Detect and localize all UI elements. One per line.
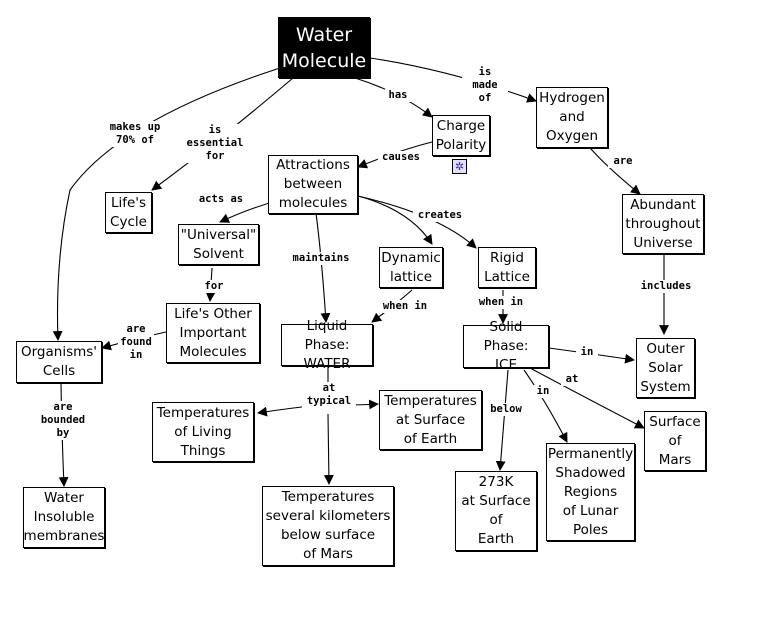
node-temp-earth[interactable]: Temperatures at Surface of Earth <box>379 390 482 450</box>
label-includes: includes <box>636 280 696 293</box>
edge-below <box>495 369 509 471</box>
node-outer-solar[interactable]: Outer Solar System <box>636 338 695 398</box>
node-water-molecule[interactable]: Water Molecule <box>278 17 370 78</box>
node-solid-phase[interactable]: Solid Phase: ICE <box>463 319 549 373</box>
label-are: are <box>608 155 638 168</box>
edge-creates-rigid <box>357 195 477 249</box>
label-acts-as: acts as <box>194 193 248 206</box>
edge-at-mars <box>529 367 645 429</box>
label-is-essential: is essential for <box>184 124 246 163</box>
edge-maintains <box>315 212 331 323</box>
label-in-shadowed: in <box>532 385 554 398</box>
node-hydrogen-oxygen[interactable]: Hydrogen and Oxygen <box>536 87 608 148</box>
node-dynamic-lattice[interactable]: Dynamic lattice <box>379 247 443 288</box>
node-shadowed[interactable]: Permanently Shadowed Regions of Lunar Po… <box>546 443 635 541</box>
node-temp-living[interactable]: Temperatures of Living Things <box>152 402 254 462</box>
atom-icon[interactable]: ✲ <box>452 159 467 174</box>
node-universal-solvent[interactable]: "Universal" Solvent <box>178 224 259 265</box>
node-abundant[interactable]: Abundant throughout Universe <box>622 194 704 254</box>
label-maintains: maintains <box>288 252 354 265</box>
label-for: for <box>200 280 228 293</box>
node-organisms-cells[interactable]: Organisms' Cells <box>16 341 102 383</box>
node-attractions[interactable]: Attractions between molecules <box>268 155 358 214</box>
node-charge-polarity[interactable]: Charge Polarity <box>432 115 490 156</box>
node-273k[interactable]: 273K at Surface of Earth <box>455 471 537 551</box>
edge-at-typical-mars <box>323 413 334 485</box>
edge-in-shadowed <box>523 369 568 443</box>
label-at-mars: at <box>561 373 583 386</box>
label-are-found-in: are found in <box>118 323 154 362</box>
node-lifes-cycle[interactable]: Life's Cycle <box>105 192 152 233</box>
label-when-in-solid: when in <box>474 296 528 309</box>
label-has: has <box>385 89 411 102</box>
label-below: below <box>486 403 526 416</box>
node-surface-mars[interactable]: Surface of Mars <box>644 411 706 471</box>
label-is-made-of: is made of <box>462 66 508 105</box>
node-water-insoluble[interactable]: Water Insoluble membranes <box>23 487 105 548</box>
edge-are <box>589 147 641 195</box>
label-creates: creates <box>413 209 467 222</box>
node-temp-mars[interactable]: Temperatures several kilometers below su… <box>262 486 394 566</box>
label-makes-up: makes up 70% of <box>104 121 166 147</box>
label-at-typical: at typical <box>302 382 356 408</box>
label-when-in-liquid: when in <box>378 300 432 313</box>
node-rigid-lattice[interactable]: Rigid Lattice <box>478 247 536 288</box>
edge-makes-up <box>52 67 281 341</box>
label-are-bounded-by: are bounded by <box>34 401 92 440</box>
node-liquid-phase[interactable]: Liquid Phase: WATER <box>281 318 373 372</box>
edge-is-made-of <box>369 57 537 103</box>
label-causes: causes <box>378 151 424 164</box>
label-in-outer: in <box>576 346 598 359</box>
node-lifes-other[interactable]: Life's Other Important Molecules <box>166 303 260 363</box>
